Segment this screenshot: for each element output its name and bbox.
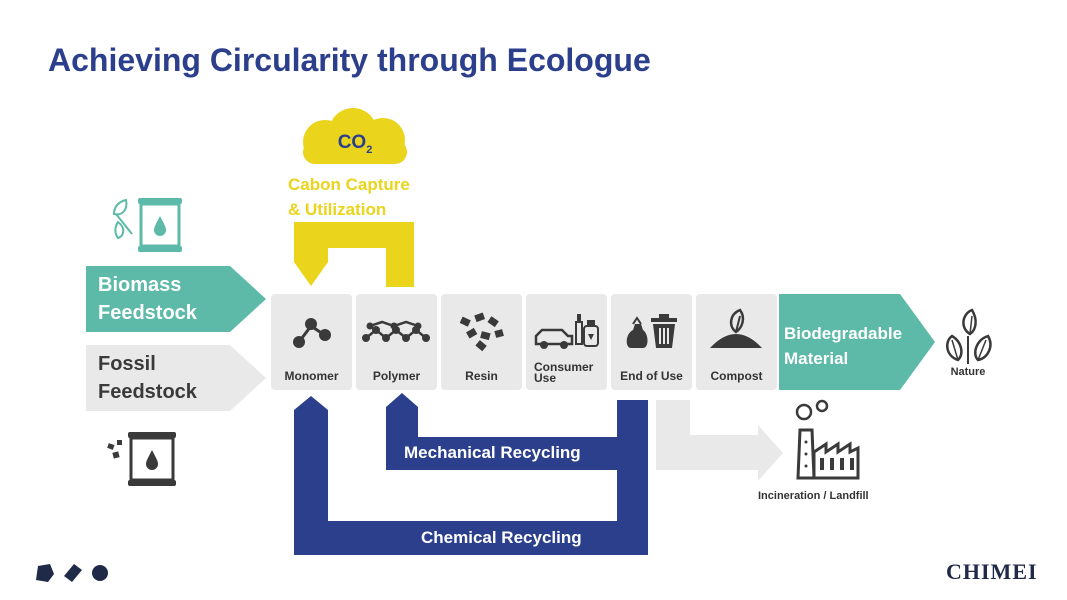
stage-label-resin: Resin xyxy=(465,369,498,383)
biomass-line1: Biomass xyxy=(98,274,182,296)
stage-label-monomer: Monomer xyxy=(284,369,339,383)
stage-consumer-use: Consumer Use xyxy=(526,294,607,390)
biodegradable-label: Biodegradable Material xyxy=(784,321,902,371)
consumer-products-icon xyxy=(534,314,599,349)
mechanical-recycling-loop xyxy=(386,393,617,470)
biomass-feedstock-label: Biomass Feedstock xyxy=(98,271,197,327)
chemical-recycling-label: Chemical Recycling xyxy=(421,528,582,547)
biodegradable-line2: Material xyxy=(784,349,849,368)
stage-label-polymer: Polymer xyxy=(372,369,421,383)
stage-compost: Compost xyxy=(696,294,777,390)
stage-end-of-use: End of Use xyxy=(611,294,692,390)
ccu-label-line2: & Utilization xyxy=(288,200,387,219)
mechanical-recycling-label: Mechanical Recycling xyxy=(404,443,581,462)
co2-main: CO xyxy=(337,132,367,153)
page-title: Achieving Circularity through Ecologue xyxy=(48,42,651,78)
ccu-label: Cabon Capture & Utilization xyxy=(288,172,410,222)
biodegradable-line1: Biodegradable xyxy=(784,324,903,343)
stage-monomer: Monomer xyxy=(271,294,352,390)
stage-label-end-of-use: End of Use xyxy=(620,369,683,383)
ccu-loop-arrow xyxy=(294,222,414,287)
incineration-landfill-label: Incineration / Landfill xyxy=(758,490,869,502)
fossil-line2: Feedstock xyxy=(98,381,197,403)
compost-icon xyxy=(710,308,762,348)
polymer-chain-icon xyxy=(362,320,430,342)
fossil-feedstock-arrow xyxy=(86,345,266,411)
resin-pellets-icon xyxy=(459,312,504,352)
fossil-line1: Fossil xyxy=(98,353,156,375)
factory-icon xyxy=(795,399,860,480)
biodegradable-arrow xyxy=(779,294,935,390)
stage-label-consumer-use: Consumer Use xyxy=(534,360,594,385)
nature-label: Nature xyxy=(950,366,986,378)
biomass-feedstock-arrow xyxy=(86,266,266,332)
trash-bin-icon xyxy=(626,314,677,348)
fossil-feedstock-label: Fossil Feedstock xyxy=(98,350,197,406)
stage-label-compost: Compost xyxy=(710,369,763,383)
stage-polymer: Polymer xyxy=(356,294,437,390)
ccu-label-line1: Cabon Capture xyxy=(288,175,410,194)
decorative-dots-icon xyxy=(36,564,108,582)
fossil-barrel-icon xyxy=(107,432,176,486)
biomass-barrel-icon xyxy=(112,198,182,252)
molecule-icon xyxy=(293,318,331,348)
incineration-arrow xyxy=(656,400,783,481)
co2-cloud-icon xyxy=(303,108,407,164)
co2-subscript: 2 xyxy=(366,143,373,156)
chimei-logo: CHIMEI xyxy=(946,559,1038,584)
nature-leaves-icon xyxy=(945,308,992,364)
stage-resin: Resin xyxy=(441,294,522,390)
biomass-line2: Feedstock xyxy=(98,302,197,324)
chemical-recycling-loop xyxy=(294,396,648,555)
co2-label: CO2 xyxy=(295,132,415,156)
